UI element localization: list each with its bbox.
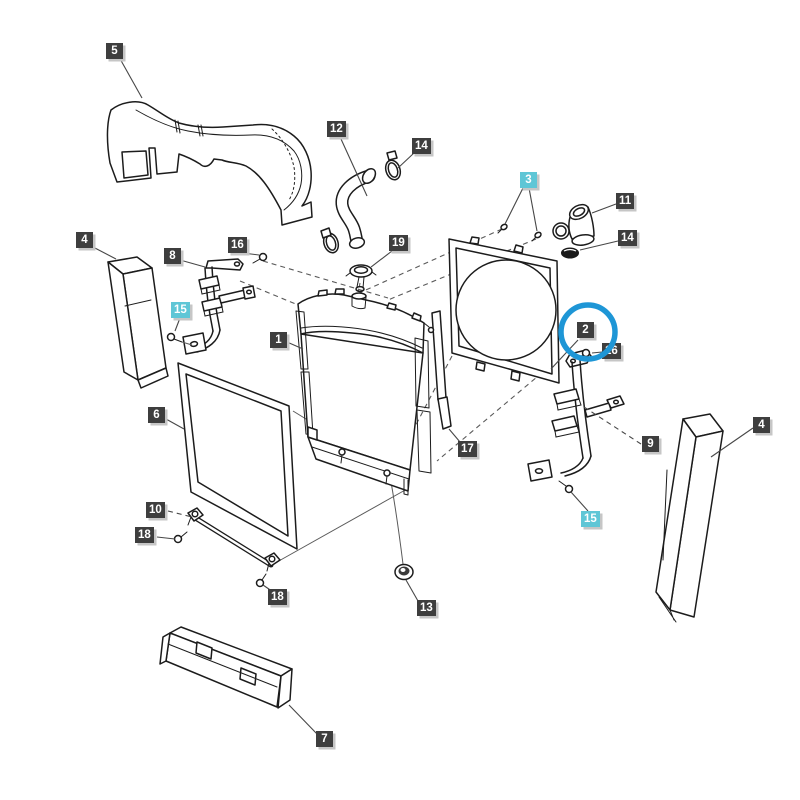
part-19-radiator-cap (345, 264, 377, 293)
part-label-10[interactable]: 10 (146, 502, 165, 518)
part-15-bolt-left (166, 332, 193, 346)
part-12-radiator-hose (335, 167, 377, 249)
part-label-9[interactable]: 9 (642, 436, 659, 452)
part-label-14-a[interactable]: 14 (412, 138, 431, 154)
part-4-side-panel-left (107, 256, 169, 389)
part-16-bolt-left (252, 252, 268, 264)
leader-lines (92, 56, 754, 736)
part-13-grommet (394, 563, 414, 581)
part-label-17[interactable]: 17 (458, 441, 477, 457)
part-17-seal-strip (431, 310, 452, 430)
fan-opening-circle (455, 259, 557, 361)
part-label-18-a[interactable]: 18 (135, 527, 154, 543)
part-label-15-b[interactable]: 15 (581, 511, 600, 527)
part-label-18-b[interactable]: 18 (268, 589, 287, 605)
part-label-2[interactable]: 2 (577, 322, 594, 338)
part-8-bracket-left (182, 258, 256, 355)
part-label-15-a[interactable]: 15 (171, 302, 190, 318)
part-5-air-duct (106, 101, 313, 226)
part-4-side-panel-right (655, 413, 724, 623)
part-2-fan-shroud (448, 236, 560, 384)
part-label-12[interactable]: 12 (327, 121, 346, 137)
part-14-hose-clamp-upper (384, 150, 402, 181)
part-14-hose-clamp-lower (320, 227, 340, 254)
part-7-lower-support (159, 626, 293, 709)
part-label-4-a[interactable]: 4 (76, 232, 93, 248)
part-label-5[interactable]: 5 (106, 43, 123, 59)
part-label-6[interactable]: 6 (148, 407, 165, 423)
part-label-16-a[interactable]: 16 (228, 237, 247, 253)
part-11-outlet-elbow (552, 203, 595, 246)
part-14-plug (561, 247, 579, 259)
part-label-8[interactable]: 8 (164, 248, 181, 264)
part-3-bolts (497, 223, 542, 242)
part-label-16-b[interactable]: 16 (602, 343, 621, 359)
part-6-seal-frame (177, 362, 298, 550)
part-label-4-b[interactable]: 4 (753, 417, 770, 433)
part-label-11[interactable]: 11 (616, 193, 635, 209)
part-label-1[interactable]: 1 (270, 332, 287, 348)
part-1-radiator (295, 288, 435, 496)
part-label-19[interactable]: 19 (389, 235, 408, 251)
part-18-bolt-right (255, 573, 267, 588)
part-label-7[interactable]: 7 (316, 731, 333, 747)
part-label-13[interactable]: 13 (417, 600, 436, 616)
part-10-stay-rod (187, 507, 281, 572)
part-label-14-b[interactable]: 14 (618, 230, 637, 246)
part-label-3[interactable]: 3 (520, 172, 537, 188)
part-15-bolt-right (558, 480, 574, 494)
